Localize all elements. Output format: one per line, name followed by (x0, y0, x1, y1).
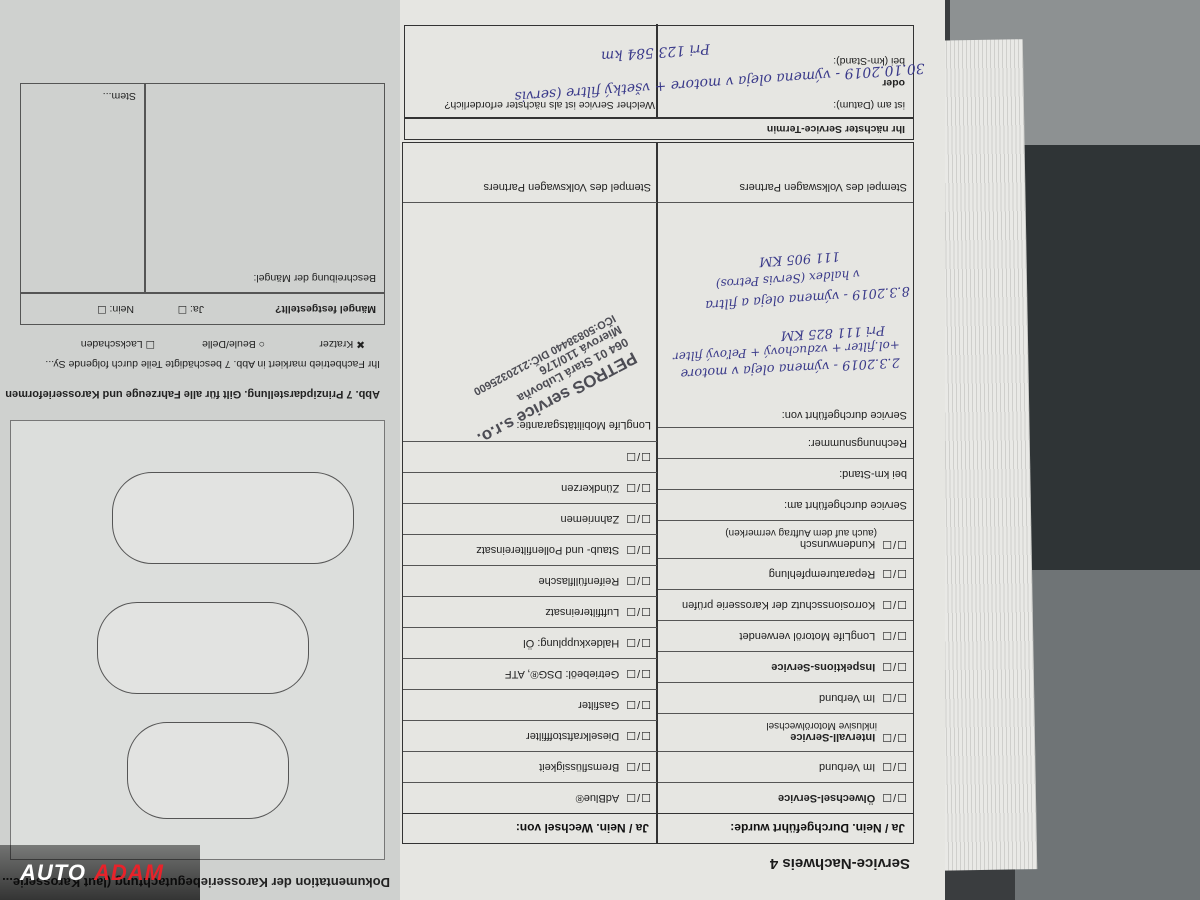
service-nachweis-title: Service-Nachweis 4 (769, 855, 910, 872)
car-side-view (97, 602, 309, 694)
left-stempel-box: Stem... (20, 83, 145, 293)
logo-word-auto: AUTO (20, 859, 86, 885)
beschreibung-box: Beschreibung der Mängel: (145, 83, 385, 293)
maengel-label: Mängel festgestellt? (275, 303, 376, 315)
table-row: ☐/☐Zahnriemen (403, 503, 657, 534)
table-row: ☐/☐Im Verbund (658, 751, 913, 782)
table-row: Rechnungsnummer: (658, 427, 913, 458)
table-row: Service durchgeführt am: (658, 489, 913, 520)
table-row: ☐/☐Gasfilter (403, 689, 657, 720)
table-row: ☐/☐Dieselkraftstofffilter (403, 720, 657, 751)
table-row: ☐/☐Zündkerzen (403, 472, 657, 503)
logo-word-adam: ADAM (93, 859, 164, 885)
left-column-header: Ja / Nein. Durchgeführt wurde: (658, 813, 913, 843)
maengel-ja[interactable]: Ja: ☐ (177, 303, 204, 315)
table-row: ☐/☐Staub- und Pollenfiltereinsatz (403, 534, 657, 565)
table-row: ☐/☐AdBlue® (403, 782, 657, 813)
right-page: Service-Nachweis 4 Ja / Nein. Durchgefüh… (400, 0, 945, 900)
maengel-row: Mängel festgestellt? Ja: ☐ Nein: ☐ (20, 293, 385, 325)
table-row: ☐/☐Kundenwunsch(auch auf dem Auftrag ver… (658, 520, 913, 558)
next-service-date: ist am (Datum): (833, 99, 905, 111)
beschreibung-label: Beschreibung der Mängel: (253, 272, 376, 284)
left-stempel-label: Stem... (102, 90, 136, 102)
left-page: Dokumentation der Karosseriebegutachtung… (0, 0, 405, 900)
table-row: bei km-Stand: (658, 458, 913, 489)
table-row: ☐/☐Haldexkupplung: Öl (403, 627, 657, 658)
table-row: ☐/☐Im Verbund (658, 682, 913, 713)
car-front-view (127, 722, 289, 819)
table-row: ☐/☐Luftfiltereinsatz (403, 596, 657, 627)
table-row: ☐/☐ (403, 441, 657, 472)
table-row: ☐/☐Inspektions-Service (658, 651, 913, 682)
table-row: ☐/☐Bremsflüssigkeit (403, 751, 657, 782)
legend-kratzer: ✖ Kratzer (319, 338, 365, 350)
auto-adam-logo: AUTO ADAM (0, 845, 200, 900)
table-row: ☐/☐Korrosionsschutz der Karosserie prüfe… (658, 589, 913, 620)
background-right (1000, 145, 1200, 585)
background-bottom-right (1015, 570, 1200, 900)
maengel-nein[interactable]: Nein: ☐ (97, 303, 134, 315)
right-column-header: Ja / Nein. Wechsel von: (403, 813, 657, 843)
car-top-view (112, 472, 354, 564)
next-service-divider (656, 24, 658, 119)
next-service-or: oder (882, 77, 905, 89)
table-row: ☐/☐LongLife Motoröl verwendet (658, 620, 913, 651)
stamp-label-left: Stempel des Volkswagen Partners (658, 172, 913, 203)
table-row: ☐/☐Reparaturempfehlung (658, 558, 913, 589)
legend-beule: ○ Beule/Delle (202, 338, 265, 350)
marking-instruction: Ihr Fachbetrieb markiert in Abb. 7 besch… (45, 358, 380, 370)
next-service-title: Ihr nächster Service-Termin (766, 123, 905, 135)
table-row: ☐/☐Reifenfüllflasche (403, 565, 657, 596)
table-row: ☐/☐Ölwechsel-Service (658, 782, 913, 813)
stamp-label-right: Stempel des Volkswagen Partners (403, 172, 657, 203)
table-row: ☐/☐Getriebeöl: DSG®, ATF (403, 658, 657, 689)
next-service-rule (405, 117, 913, 119)
car-diagram (10, 420, 385, 860)
legend-lackschaden: ☐ Lackschaden (80, 338, 155, 350)
figure-caption: Abb. 7 Prinzipdarstellung. Gilt für alle… (5, 388, 380, 400)
